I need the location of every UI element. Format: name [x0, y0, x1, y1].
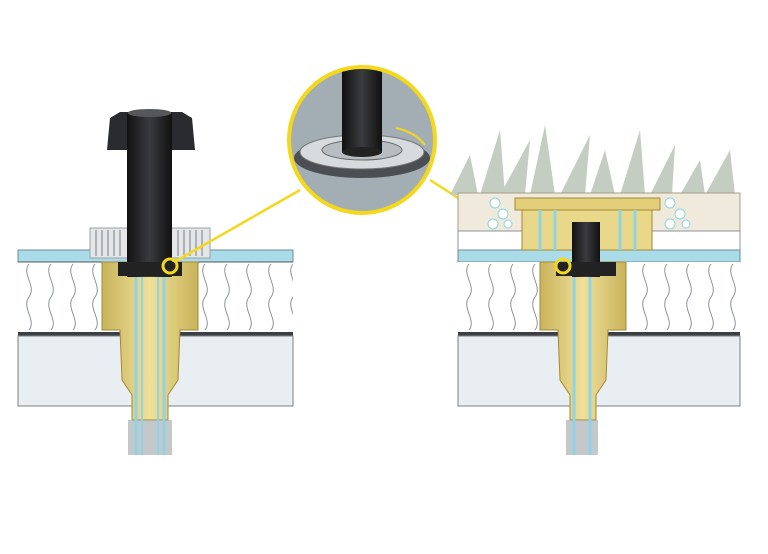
left-highlight-marker [161, 257, 179, 275]
detail-magnifier [287, 65, 437, 215]
right-highlight-marker [554, 257, 572, 275]
grass-icon [450, 125, 735, 195]
